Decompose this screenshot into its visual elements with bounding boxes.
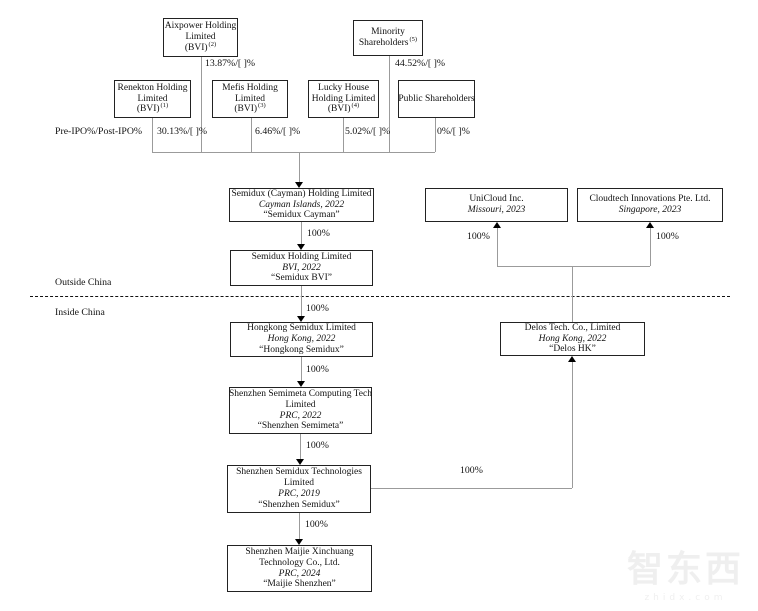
node-mefis: Mefis Holding Limited (BVI)(3) [212,80,288,118]
szsemidux-to-delos-vline [572,362,573,488]
arrow-into-semimeta [297,381,305,387]
node-shenzhen-semimeta: Shenzhen Semimeta Computing Tech Limited… [229,387,372,434]
szsemidux-to-delos-hline [371,488,572,489]
pct-hongkong-semimeta: 100% [306,364,329,375]
edge-lucky-line [343,118,344,152]
pct-szsemidux-delos: 100% [460,465,483,476]
outside-china-label: Outside China [55,277,112,288]
to-unicloud-line [497,228,498,266]
footnote-ref: (3) [258,102,266,110]
node-semidux-bvi: Semidux Holding Limited BVI, 2022 “Semid… [230,250,373,286]
bus-to-cayman-line [299,152,300,182]
node-hongkong-semidux: Hongkong Semidux Limited Hong Kong, 2022… [230,322,373,357]
pct-public: 0%/[ ]% [437,126,470,137]
pct-szsemidux-maijie: 100% [305,519,328,530]
node-shenzhen-semidux: Shenzhen Semidux Technologies Limited PR… [227,465,371,513]
pct-cayman-bvi: 100% [307,228,330,239]
szsemidux-to-maijie-line [299,513,300,539]
arrow-into-maijie [295,539,303,545]
edge-minority-line [389,56,390,152]
node-semidux-cayman: Semidux (Cayman) Holding Limited Cayman … [229,188,374,222]
pct-aixpower: 13.87%/[ ]% [205,58,256,69]
edge-public-line [435,118,436,152]
node-aixpower: Aixpower Holding Limited (BVI)(2) [163,18,238,57]
arrow-into-hongkong [297,316,305,322]
hongkong-to-semimeta-line [301,357,302,381]
node-renekton: Renekton Holding Limited (BVI)(1) [114,80,191,118]
arrow-into-cayman [295,182,303,188]
cayman-to-bvi-line [301,222,302,244]
node-lucky-house: Lucky House Holding Limited (BVI)(4) [308,80,379,118]
pct-delos-unicloud: 100% [467,231,490,242]
pre-ipo-post-ipo-label: Pre-IPO%/Post-IPO% [55,126,143,137]
edge-aixpower-line [201,57,202,152]
arrow-into-cloudtech [646,222,654,228]
inside-china-label: Inside China [55,307,105,318]
pct-mefis: 6.46%/[ ]% [255,126,301,137]
node-cloudtech: Cloudtech Innovations Pte. Ltd. Singapor… [577,188,723,222]
shareholders-bus-line [152,152,435,153]
node-minority-shareholders: Minority Shareholders(5) [353,20,423,56]
watermark-url: zhidx.com [644,593,727,603]
node-public-shareholders: Public Shareholders [398,80,475,118]
arrow-into-bvi [297,244,305,250]
footnote-ref: (5) [409,35,418,43]
watermark-logo: 智东西 [626,549,744,590]
footnote-ref: (4) [351,102,360,110]
pct-minority: 44.52%/[ ]% [395,58,446,69]
footnote-ref: (2) [208,40,217,48]
semimeta-to-szsemidux-line [300,434,301,459]
pct-semimeta-szsemidux: 100% [306,440,329,451]
to-cloudtech-line [650,228,651,266]
arrow-into-unicloud [493,222,501,228]
footnote-ref: (1) [160,102,169,110]
delos-subsidiaries-bus-line [497,266,650,267]
china-border-dashed-line [30,296,730,297]
node-delos-hk: Delos Tech. Co., Limited Hong Kong, 2022… [500,322,645,356]
delos-up-line [572,266,573,322]
edge-renekton-line [152,118,153,152]
pct-delos-cloudtech: 100% [656,231,679,242]
watermark: 智东西 zhidx.com [627,540,744,603]
pct-renekton: 30.13%/[ ]% [157,126,208,137]
arrow-into-delos [568,356,576,362]
bvi-to-hongkong-line [301,286,302,316]
node-maijie-shenzhen: Shenzhen Maijie Xinchuang Technology Co.… [227,545,372,592]
node-unicloud: UniCloud Inc. Missouri, 2023 [425,188,568,222]
edge-mefis-line [251,118,252,152]
arrow-into-szsemidux [296,459,304,465]
pct-lucky: 5.02%/[ ]% [345,126,391,137]
pct-bvi-hongkong: 100% [306,303,329,314]
